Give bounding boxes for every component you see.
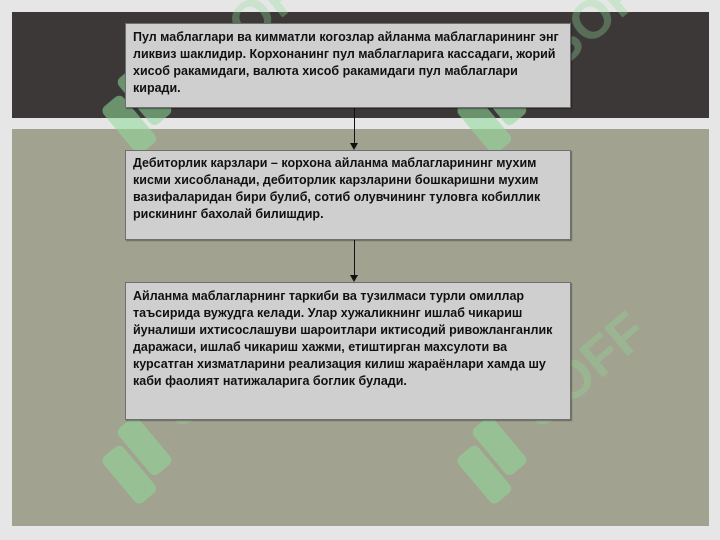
arrow-down-icon bbox=[350, 143, 358, 150]
arrow-down-icon bbox=[350, 275, 358, 282]
box-text: Пул маблаглари ва кимматли когозлар айла… bbox=[133, 30, 559, 95]
box-text: Айланма маблагларнинг таркиби ва тузилма… bbox=[133, 289, 553, 388]
diagram-box-receivables: Дебиторлик карзлари – корхона айланма ма… bbox=[125, 150, 571, 240]
connector-line bbox=[354, 108, 355, 144]
box-text: Дебиторлик карзлари – корхона айланма ма… bbox=[133, 156, 541, 221]
diagram-box-cash: Пул маблаглари ва кимматли когозлар айла… bbox=[125, 23, 571, 108]
connector-line bbox=[354, 240, 355, 276]
diagram-box-structure: Айланма маблагларнинг таркиби ва тузилма… bbox=[125, 282, 571, 420]
